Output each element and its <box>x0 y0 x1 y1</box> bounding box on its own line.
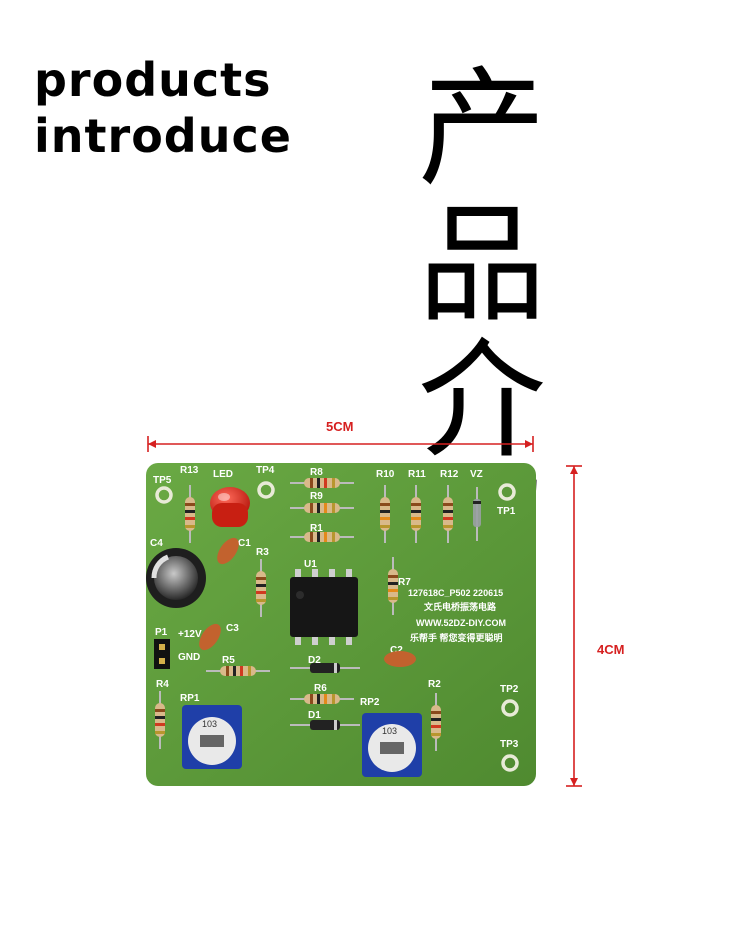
label-r10: R10 <box>376 469 395 480</box>
test-points <box>155 481 519 772</box>
silkscreen-labels: TP5 R13 LED TP4 R8 R9 R10 R11 R12 VZ TP1… <box>150 465 519 750</box>
label-c2: C2 <box>390 645 403 656</box>
label-c4: C4 <box>150 538 163 549</box>
led-component <box>210 487 250 527</box>
trimmer-rp2: 103 <box>362 713 422 777</box>
label-r2: R2 <box>428 679 441 690</box>
diodes <box>290 663 360 730</box>
label-d2: D2 <box>308 655 321 666</box>
label-gnd: GND <box>178 652 200 663</box>
info-line-2: 文氏电桥振荡电路 <box>423 601 497 612</box>
chinese-title-line-1: 产 品 <box>418 55 565 340</box>
label-r5: R5 <box>222 655 235 666</box>
label-tp3: TP3 <box>500 739 519 750</box>
english-title: products introduce <box>34 52 292 164</box>
rp1-code: 103 <box>202 719 217 729</box>
board-info-text: 127618C_P502 220615 文氏电桥振荡电路 WWW.52DZ-DI… <box>408 588 506 643</box>
trimmer-rp1: 103 <box>182 705 242 769</box>
info-line-3: WWW.52DZ-DIY.COM <box>416 618 506 628</box>
info-line-4: 乐帮手 帮您变得更聪明 <box>410 632 503 643</box>
zener-diode-vz <box>473 487 481 541</box>
label-p1: P1 <box>155 627 168 638</box>
label-r13: R13 <box>180 465 199 476</box>
label-rp1: RP1 <box>180 693 200 704</box>
label-vz: VZ <box>470 469 483 480</box>
vertical-resistors <box>155 485 453 751</box>
label-led: LED <box>213 469 233 480</box>
height-label: 4CM <box>597 642 625 657</box>
label-r12: R12 <box>440 469 459 480</box>
english-title-line-1: products <box>34 53 272 107</box>
label-tp5: TP5 <box>153 475 172 486</box>
electrolytic-capacitor-c4 <box>146 548 206 608</box>
label-tp4: TP4 <box>256 465 275 476</box>
label-r7: R7 <box>398 577 411 588</box>
label-r11: R11 <box>408 469 426 480</box>
horizontal-resistors <box>206 478 354 704</box>
label-r9: R9 <box>310 491 323 502</box>
label-r3: R3 <box>256 547 269 558</box>
label-r6: R6 <box>314 683 327 694</box>
label-r4: R4 <box>156 679 169 690</box>
label-tp2: TP2 <box>500 684 519 695</box>
label-rp2: RP2 <box>360 697 380 708</box>
label-r8: R8 <box>310 467 323 478</box>
width-dimension-line <box>147 436 534 452</box>
english-title-line-2: introduce <box>34 109 292 163</box>
height-dimension-line <box>566 465 582 787</box>
label-u1: U1 <box>304 559 317 570</box>
pin-header-p1 <box>154 639 170 669</box>
label-12v: +12V <box>178 629 202 640</box>
label-c3: C3 <box>226 623 239 634</box>
ic-u1 <box>290 569 358 645</box>
label-c1: C1 <box>238 538 251 549</box>
width-label: 5CM <box>326 419 354 434</box>
rp2-code: 103 <box>382 726 397 736</box>
label-d1: D1 <box>308 710 321 721</box>
ceramic-capacitors <box>199 537 416 667</box>
label-r1: R1 <box>310 523 323 534</box>
pcb-board-photo: TP5 R13 LED TP4 R8 R9 R10 R11 R12 VZ TP1… <box>146 463 536 786</box>
info-line-1: 127618C_P502 220615 <box>408 588 503 598</box>
label-tp1: TP1 <box>497 506 516 517</box>
